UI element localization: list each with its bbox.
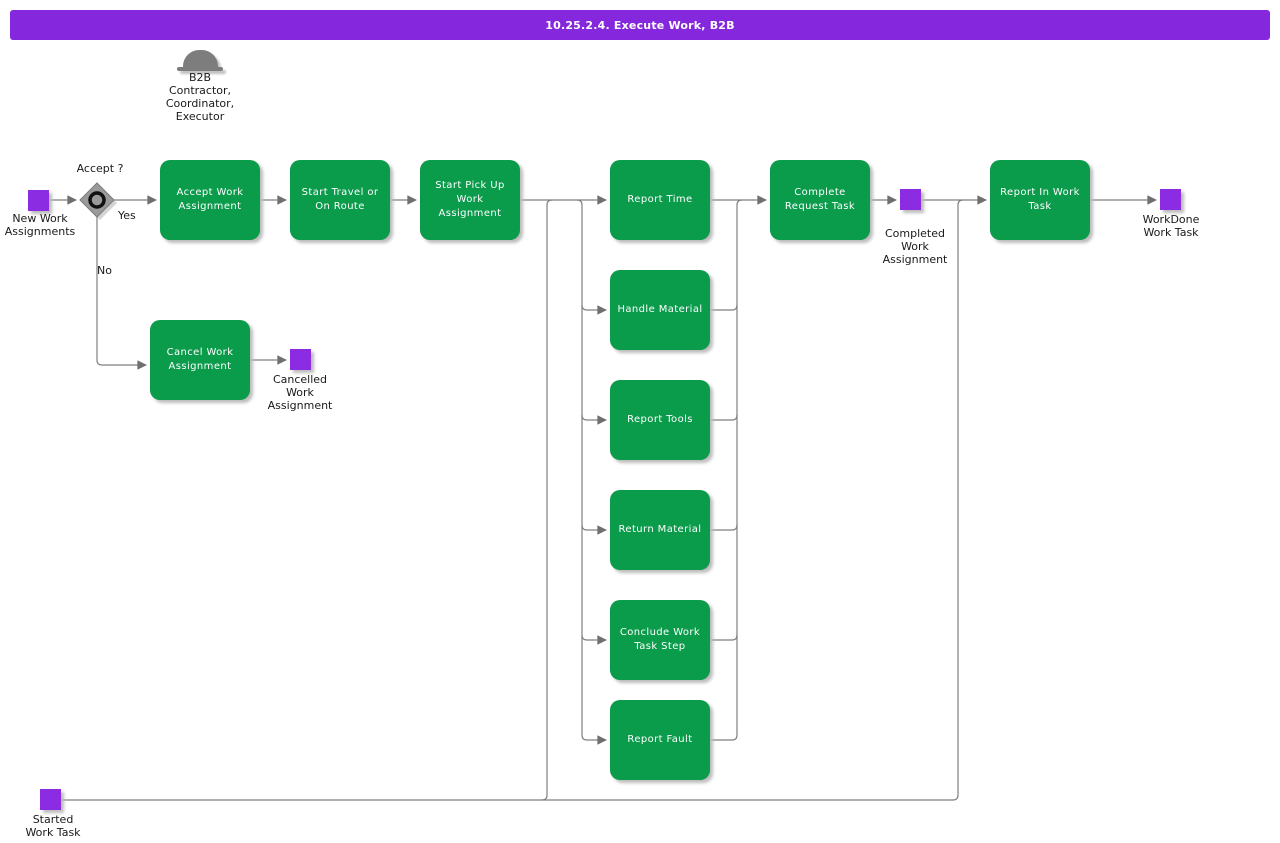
connector-to-return-material	[581, 524, 607, 535]
title-banner: 10.25.2.4. Execute Work, B2B	[10, 10, 1270, 40]
task-report-tools[interactable]: Report Tools	[610, 380, 710, 460]
task-start-travel-or-on-route[interactable]: Start Travel or On Route	[290, 160, 390, 240]
task-report-time[interactable]: Report Time	[610, 160, 710, 240]
connector-gateway-to-cancel	[96, 217, 147, 370]
gateway-diamond	[79, 182, 115, 218]
connector-from-report-tools	[710, 414, 738, 421]
gateway-circle-icon	[88, 191, 106, 209]
task-report-in-work-task[interactable]: Report In Work Task	[990, 160, 1090, 240]
decision-question-label: Accept ?	[76, 162, 124, 175]
connector-from-report-fault	[710, 734, 738, 741]
task-conclude-work-task-step[interactable]: Conclude Work Task Step	[610, 600, 710, 680]
task-return-material[interactable]: Return Material	[610, 490, 710, 570]
connectors	[49, 195, 1157, 801]
connector-started-branch	[541, 199, 553, 801]
connector-to-conclude-work	[581, 634, 607, 645]
connector-from-return-material	[710, 524, 738, 531]
connector-started-route	[61, 199, 964, 801]
decision-no-label: No	[97, 264, 112, 277]
event-cancelled-work-assignment-label: Cancelled Work Assignment	[267, 373, 333, 412]
decision-yes-label: Yes	[118, 209, 136, 222]
event-started-work-task-label: Started Work Task	[25, 813, 81, 839]
decision-gateway	[79, 182, 117, 220]
task-start-pick-up-work-assignment[interactable]: Start Pick Up Work Assignment	[420, 160, 520, 240]
event-started-work-task[interactable]	[40, 789, 61, 810]
event-workdone-work-task-label: WorkDone Work Task	[1142, 213, 1200, 239]
event-workdone-work-task[interactable]	[1160, 189, 1181, 210]
connector-from-conclude-work	[710, 634, 738, 641]
connector-from-handle-material	[710, 304, 738, 311]
event-cancelled-work-assignment[interactable]	[290, 349, 311, 370]
connector-fanin-vertical	[736, 199, 743, 735]
connector-to-handle-material	[581, 304, 607, 315]
event-new-work-assignments[interactable]	[28, 190, 49, 211]
event-new-work-assignments-label: New Work Assignments	[4, 212, 76, 238]
event-completed-work-assignment-label: Completed Work Assignment	[882, 227, 948, 266]
connector-to-report-tools	[581, 414, 607, 425]
page-title: 10.25.2.4. Execute Work, B2B	[545, 18, 735, 32]
task-report-fault[interactable]: Report Fault	[610, 700, 710, 780]
actor-label: B2B Contractor, Coordinator, Executor	[165, 71, 235, 123]
event-completed-work-assignment[interactable]	[900, 189, 921, 210]
task-accept-work-assignment[interactable]: Accept Work Assignment	[160, 160, 260, 240]
task-complete-request-task[interactable]: Complete Request Task	[770, 160, 870, 240]
connector-fanout-vertical	[576, 199, 607, 745]
actor-hat-icon	[183, 50, 218, 69]
actor-hat-brim-icon	[177, 67, 223, 71]
task-cancel-work-assignment[interactable]: Cancel Work Assignment	[150, 320, 250, 400]
task-handle-material[interactable]: Handle Material	[610, 270, 710, 350]
